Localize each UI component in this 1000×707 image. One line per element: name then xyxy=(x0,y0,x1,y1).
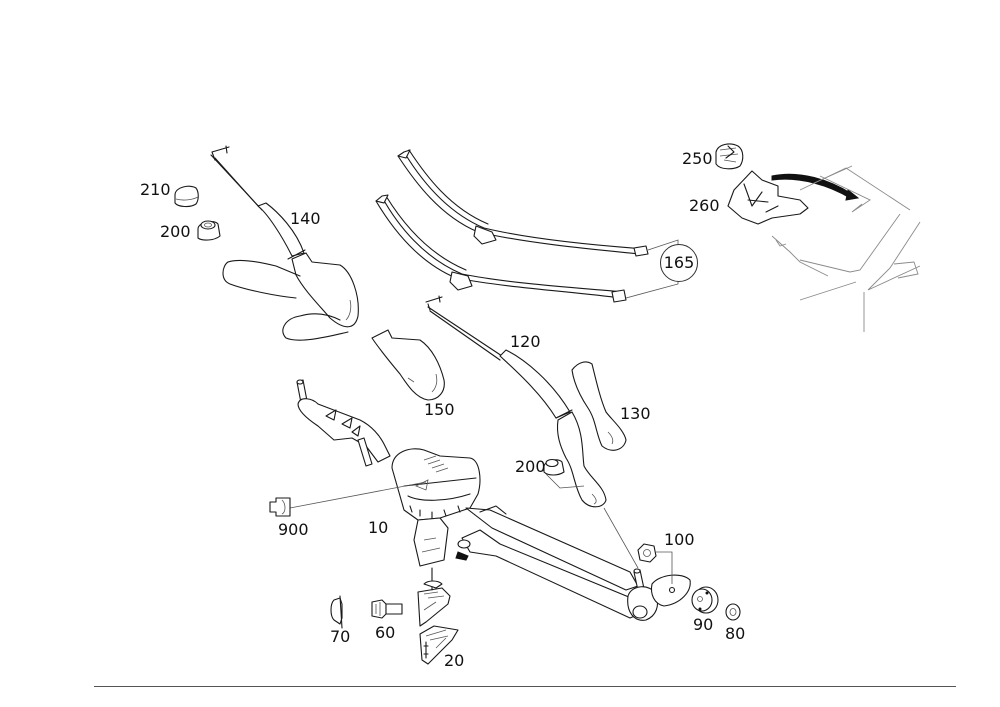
part-10-wiper-motor-linkage-icon xyxy=(289,379,691,621)
callout-10[interactable]: 10 xyxy=(368,518,389,537)
footer-divider xyxy=(94,686,956,687)
callout-20[interactable]: 20 xyxy=(444,651,465,670)
part-120-right-wiper-arm-icon xyxy=(425,295,607,508)
callout-100[interactable]: 100 xyxy=(664,530,695,549)
part-90-bearing-disc-icon xyxy=(691,586,719,614)
callout-130[interactable]: 130 xyxy=(620,404,651,423)
callout-80[interactable]: 80 xyxy=(725,624,746,643)
part-200-nut-lower-icon xyxy=(543,458,585,489)
callout-900[interactable]: 900 xyxy=(278,520,309,539)
callout-140[interactable]: 140 xyxy=(290,209,321,228)
part-60-bolt-icon xyxy=(371,599,403,619)
part-210-cap-icon xyxy=(174,185,199,208)
part-20-bracket-lower-icon xyxy=(419,625,459,665)
callout-165[interactable]: 165 xyxy=(660,244,698,282)
part-900-connector-icon xyxy=(269,497,291,517)
part-70-cap-icon xyxy=(330,595,343,629)
callout-120[interactable]: 120 xyxy=(510,332,541,351)
callout-60[interactable]: 60 xyxy=(375,623,396,642)
vehicle-windshield-outline-icon xyxy=(771,165,921,332)
callout-70[interactable]: 70 xyxy=(330,627,351,646)
callout-210[interactable]: 210 xyxy=(140,180,171,199)
part-80-washer-icon xyxy=(725,603,741,621)
part-200-nut-icon xyxy=(197,220,221,241)
part-165-wiper-blades-icon xyxy=(375,149,679,303)
part-130-arm-cover-icon xyxy=(571,361,627,451)
callout-260[interactable]: 260 xyxy=(689,196,720,215)
part-140-arm-base-outline-icon xyxy=(222,259,349,341)
part-250-rain-sensor-icon xyxy=(715,143,744,170)
part-150-arm-cover-icon xyxy=(371,329,445,401)
part-20-bracket-upper-icon xyxy=(417,567,451,627)
callout-200-middle[interactable]: 200 xyxy=(515,457,546,476)
part-260-sensor-cover-icon xyxy=(727,170,860,225)
callout-150[interactable]: 150 xyxy=(424,400,455,419)
part-140-left-wiper-arm-icon xyxy=(210,145,359,328)
callout-250[interactable]: 250 xyxy=(682,149,713,168)
callout-200-top[interactable]: 200 xyxy=(160,222,191,241)
part-100-nut-icon xyxy=(637,543,673,584)
callout-90[interactable]: 90 xyxy=(693,615,714,634)
